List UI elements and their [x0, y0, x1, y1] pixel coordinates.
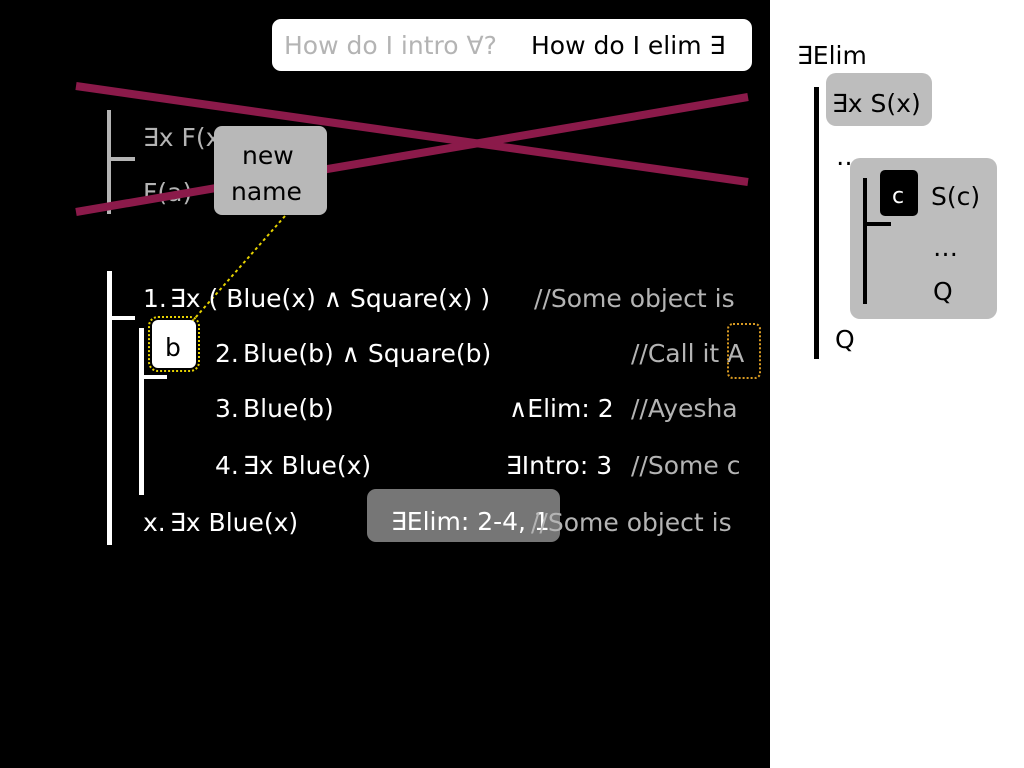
connector-dotted-line	[187, 215, 286, 327]
rule-subproof-fitch-bar	[863, 222, 891, 226]
main-fitch-bar	[107, 316, 135, 320]
proof-line-4-number: 4.	[215, 451, 239, 480]
subproof-scope-bar	[139, 328, 144, 495]
proof-line-1-number: 1.	[143, 284, 167, 313]
proof-conclusion-formula: ∃x Blue(x)	[170, 508, 299, 537]
rule-boxed-name-c	[880, 170, 918, 216]
rule-schema-panel	[770, 0, 1024, 768]
proof-line-4-comment: //Some c	[631, 451, 741, 480]
proof-line-4-rule: ∃Intro: 3	[506, 451, 613, 480]
proof-line-3-rule: ∧Elim: 2	[509, 394, 614, 423]
proof-line-3-comment: //Ayesha	[631, 394, 738, 423]
main-scope-bar	[107, 271, 112, 545]
crossed-scope-bar	[107, 110, 111, 214]
proof-line-2-formula: Blue(b) ∧ Square(b)	[243, 339, 492, 368]
proof-line-3-formula: Blue(b)	[243, 394, 334, 423]
rule-inner-result: Q	[933, 277, 953, 306]
question-intro-forall: How do I intro ∀?	[284, 31, 497, 60]
proof-conclusion-number: x.	[143, 508, 166, 537]
boxed-name-b	[148, 316, 200, 372]
rule-premise-highlight	[826, 73, 932, 126]
cross-out-mark	[75, 82, 749, 327]
bubble-line-1: new	[242, 141, 294, 170]
subproof-fitch-bar	[139, 375, 167, 379]
slide-canvas: How do I intro ∀? How do I elim ∃ ∃x F(x…	[75, 19, 761, 545]
rule-conclusion: Q	[835, 325, 855, 354]
new-name-bubble	[214, 126, 327, 215]
rule-assumption: S(c)	[931, 182, 981, 211]
crossed-fitch-bar	[107, 157, 135, 161]
rule-dots-2: …	[933, 233, 958, 262]
proof-conclusion-comment: //Some object is	[531, 508, 732, 537]
rule-premise: ∃x S(x)	[832, 89, 921, 118]
proof-line-1-formula: ∃x ( Blue(x) ∧ Square(x) )	[170, 284, 491, 313]
proof-line-4-formula: ∃x Blue(x)	[243, 451, 372, 480]
proof-line-2-number: 2.	[215, 339, 239, 368]
proof-conclusion-rule: ∃Elim: 2-4, 1	[391, 507, 550, 536]
proof-line-3-number: 3.	[215, 394, 239, 423]
rule-boxed-name-c-label: c	[892, 184, 905, 209]
proof-line-2-comment: //Call it A	[631, 339, 745, 368]
question-elim-exists: How do I elim ∃	[531, 31, 726, 60]
rule-title: ∃Elim	[797, 41, 867, 70]
proof-line-1-comment: //Some object is	[534, 284, 735, 313]
rule-subproof-bar	[863, 178, 867, 304]
highlight-dotted-box	[727, 323, 761, 379]
question-banner	[272, 19, 752, 71]
rule-subproof-box	[850, 158, 997, 319]
bubble-line-2: name	[231, 177, 302, 206]
boxed-name-b-label: b	[165, 333, 181, 362]
exists-elim-highlight	[367, 489, 560, 542]
rule-scope-bar	[814, 87, 819, 359]
